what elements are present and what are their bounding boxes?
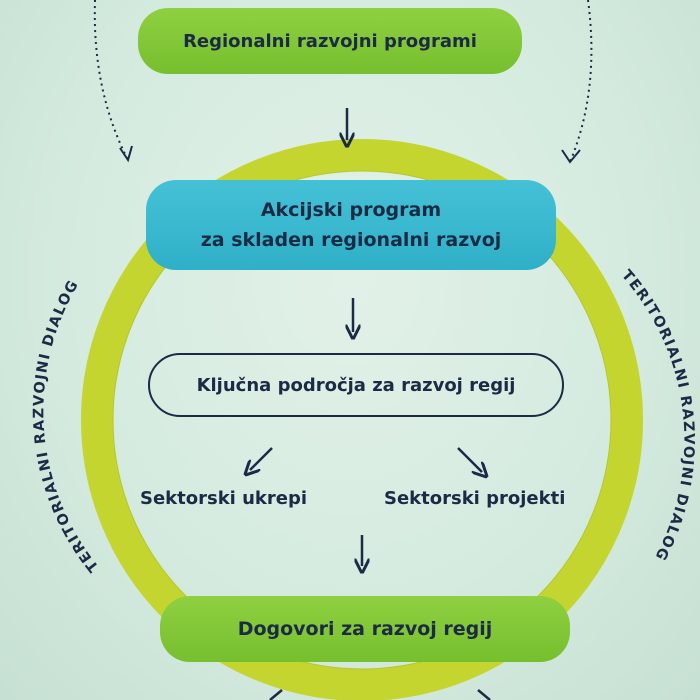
sector-measures-label: Sektorski ukrepi (140, 488, 308, 509)
arrow-key-to-projects (457, 447, 482, 472)
key-areas-box: Ključna področja za razvoj regij (148, 353, 564, 417)
dialog-ring (81, 139, 643, 700)
sector-projects-label: Sektorski projekti (384, 488, 566, 509)
arrow-key-to-measures (250, 447, 273, 470)
regional-programs-label: Regionalni razvojni programi (183, 30, 477, 52)
dotted-arrow-left-head (119, 145, 133, 163)
arrow-bottom-left (269, 689, 283, 700)
regional-agreements-label: Dogovori za razvoj regij (237, 618, 493, 640)
dotted-arrow-right-head (561, 149, 581, 164)
action-program-box: Akcijski program za skladen regionalni r… (146, 180, 556, 270)
dotted-arrow-right (569, 0, 593, 163)
arrow-bottom-right (477, 689, 491, 700)
key-areas-label: Ključna področja za razvoj regij (196, 374, 516, 396)
action-program-line1: Akcijski program (260, 199, 442, 221)
dialog-ring-inner-edge (112, 170, 612, 670)
dotted-arrow-left (93, 0, 129, 161)
regional-programs-box: Regionalni razvojni programi (138, 8, 522, 74)
regional-agreements-box: Dogovori za razvoj regij (160, 596, 570, 662)
action-program-line2: za skladen regionalni razvoj (200, 229, 502, 251)
